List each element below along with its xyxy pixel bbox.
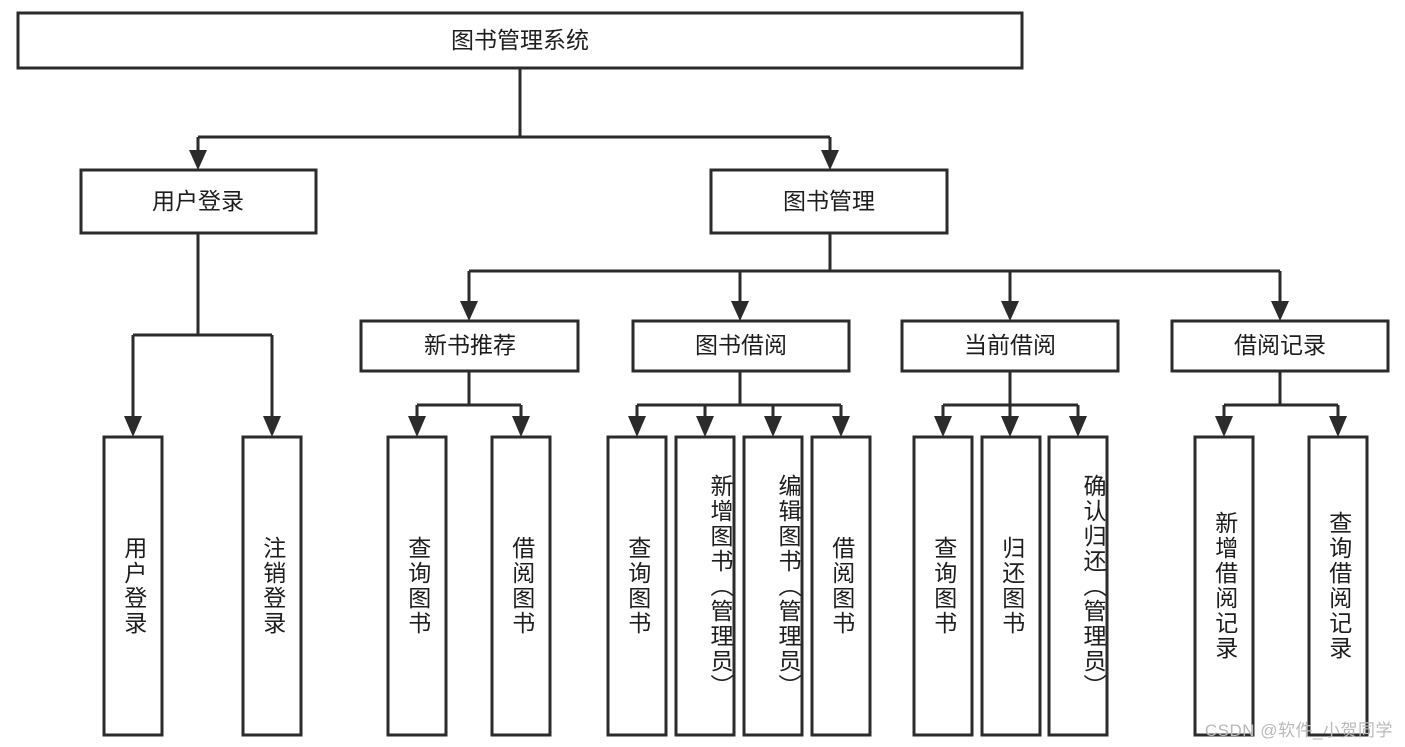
arrowhead-leaf-query-book-2: [628, 416, 646, 437]
node-new-book-recommend-label: 新书推荐: [424, 332, 516, 358]
node-leaf-query-book-3[interactable]: [912, 435, 974, 737]
node-leaf-borrow-book-1[interactable]: [490, 435, 552, 737]
node-new-book-recommend[interactable]: [359, 319, 580, 373]
node-borrow-record-label: 借阅记录: [1234, 332, 1326, 358]
arrowhead-leaf-add-book: [696, 416, 714, 437]
arrowhead-borrow-record: [1271, 301, 1289, 321]
arrowhead-leaf-logout-login: [263, 416, 281, 437]
node-layer: 图书管理系统 用户登录 图书管理 新书推荐 图书借阅 当前借阅 借阅记录: [16, 11, 1390, 737]
arrowhead-leaf-borrow-book-1: [512, 416, 530, 437]
arrowhead-book-borrow: [731, 301, 749, 321]
arrowhead-book-management: [821, 150, 839, 170]
arrowhead-leaf-query-record: [1329, 416, 1347, 437]
arrowhead-user-login: [189, 150, 207, 170]
node-leaf-user-login[interactable]: [102, 435, 164, 737]
arrowhead-leaf-borrow-book-2: [832, 416, 850, 437]
node-book-management-label: 图书管理: [783, 188, 875, 214]
node-root-label: 图书管理系统: [451, 27, 589, 53]
watermark-text: CSDN @软件_小贺同学: [1204, 721, 1393, 740]
arrowhead-leaf-return-book: [1001, 416, 1019, 437]
node-book-management[interactable]: [709, 168, 949, 235]
node-leaf-add-record[interactable]: [1193, 435, 1255, 737]
connector-layer: [124, 68, 1347, 437]
node-leaf-borrow-book-2[interactable]: [810, 435, 872, 737]
node-leaf-query-book-2[interactable]: [606, 435, 668, 737]
node-book-borrow-label: 图书借阅: [695, 332, 787, 358]
arrowhead-leaf-add-record: [1215, 416, 1233, 437]
node-current-borrow[interactable]: [900, 319, 1120, 373]
arrowhead-leaf-query-book-1: [408, 416, 426, 437]
node-leaf-query-record[interactable]: [1307, 435, 1369, 737]
node-borrow-record[interactable]: [1170, 319, 1390, 373]
arrowhead-current-borrow: [1001, 301, 1019, 321]
node-leaf-add-book[interactable]: [674, 435, 736, 737]
node-user-login-label: 用户登录: [152, 188, 244, 214]
node-leaf-edit-book[interactable]: [742, 435, 804, 737]
node-root[interactable]: [16, 11, 1024, 70]
arrowhead-leaf-user-login: [124, 416, 142, 437]
node-current-borrow-label: 当前借阅: [964, 332, 1056, 358]
node-book-borrow[interactable]: [631, 319, 851, 373]
arrowhead-leaf-edit-book: [764, 416, 782, 437]
arrowhead-new-book-recommend: [460, 301, 478, 321]
arrowhead-leaf-confirm-return: [1069, 416, 1087, 437]
node-leaf-logout-login[interactable]: [241, 435, 303, 737]
arrowhead-leaf-query-book-3: [934, 416, 952, 437]
node-leaf-query-book-1[interactable]: [386, 435, 448, 737]
node-leaf-confirm-return[interactable]: [1047, 435, 1109, 737]
node-leaf-return-book[interactable]: [980, 435, 1042, 737]
node-user-login[interactable]: [79, 168, 318, 235]
